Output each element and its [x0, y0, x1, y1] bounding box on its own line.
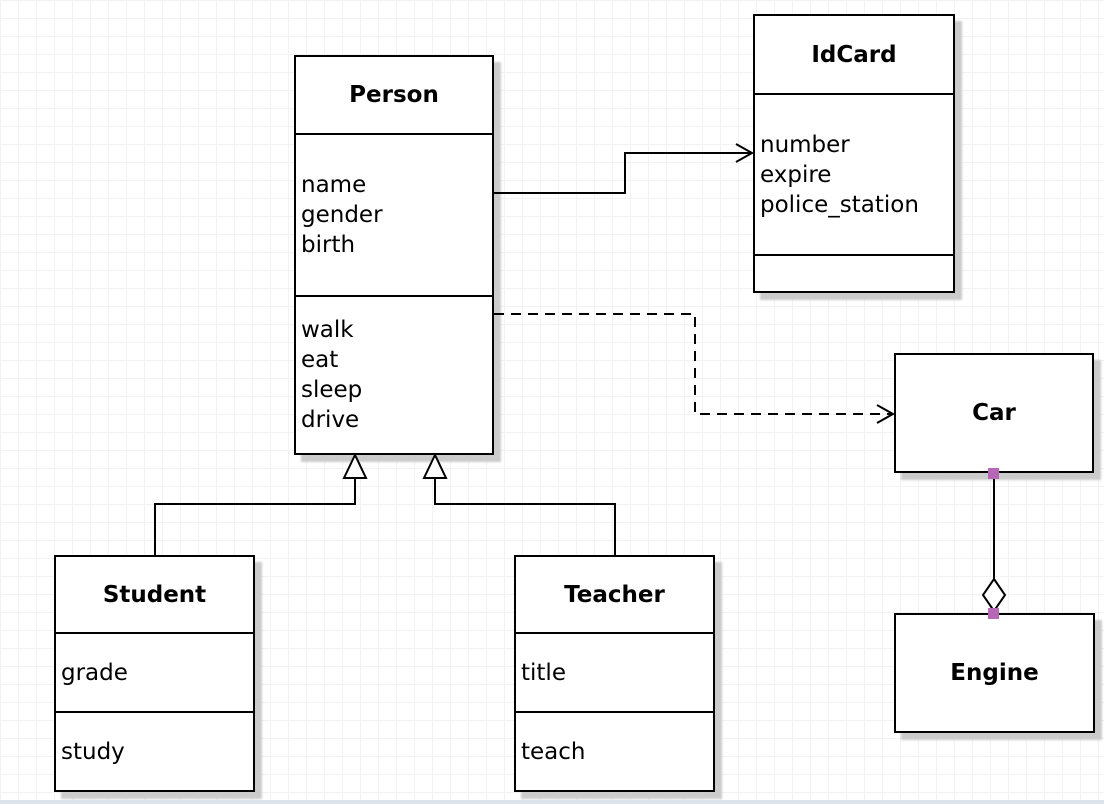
open-arrowhead-icon — [735, 143, 755, 163]
class-title: Car — [972, 400, 1016, 426]
aggregation-car-engine[interactable] — [981, 468, 1007, 619]
class-idcard[interactable]: IdCard number expire police_station — [753, 14, 955, 293]
method-item: teach — [521, 738, 586, 765]
edge-line[interactable] — [154, 477, 356, 555]
methods-section — [755, 254, 953, 291]
class-title: Person — [349, 82, 439, 108]
dependency-person-car[interactable] — [494, 313, 896, 424]
methods-section: study — [56, 711, 253, 790]
method-item: walk — [301, 317, 354, 343]
class-student[interactable]: Student grade study — [54, 555, 255, 792]
method-item: drive — [301, 407, 360, 433]
attribute-item: expire — [760, 161, 832, 188]
attribute-item: birth — [301, 232, 356, 258]
attributes-section: name gender birth — [296, 133, 492, 295]
class-title: IdCard — [811, 41, 897, 68]
attribute-item: grade — [61, 659, 128, 686]
association-person-idcard[interactable] — [494, 143, 755, 194]
attributes-section: number expire police_station — [755, 93, 953, 254]
class-title: Teacher — [564, 581, 665, 608]
attributes-section: grade — [56, 632, 253, 711]
open-arrowhead-icon — [876, 404, 896, 424]
edge-line[interactable] — [494, 313, 891, 415]
hollow-diamond-icon — [981, 577, 1007, 613]
class-engine[interactable]: Engine — [894, 613, 1095, 733]
edge-line[interactable] — [494, 152, 751, 194]
method-item: sleep — [301, 377, 363, 403]
class-car[interactable]: Car — [894, 353, 1094, 473]
attribute-item: name — [301, 172, 367, 198]
edge-line[interactable] — [434, 477, 616, 555]
methods-section: walk eat sleep drive — [296, 295, 492, 453]
attribute-item: gender — [301, 202, 383, 228]
attribute-item: title — [521, 659, 566, 686]
class-title: Student — [102, 581, 207, 608]
methods-section: teach — [516, 711, 713, 790]
class-person[interactable]: Person name gender birth walk eat sleep … — [294, 55, 494, 455]
method-item: study — [61, 738, 125, 765]
canvas-bottom-edge — [0, 800, 1104, 804]
attribute-item: number — [760, 131, 850, 158]
hollow-triangle-icon — [342, 452, 368, 479]
generalization-teacher-person[interactable] — [422, 452, 616, 555]
class-teacher[interactable]: Teacher title teach — [514, 555, 715, 792]
method-item: eat — [301, 347, 339, 373]
generalization-student-person[interactable] — [154, 452, 368, 555]
attributes-section: title — [516, 632, 713, 711]
hollow-triangle-icon — [422, 452, 448, 479]
attribute-item: police_station — [760, 191, 919, 218]
class-title: Engine — [950, 660, 1039, 686]
